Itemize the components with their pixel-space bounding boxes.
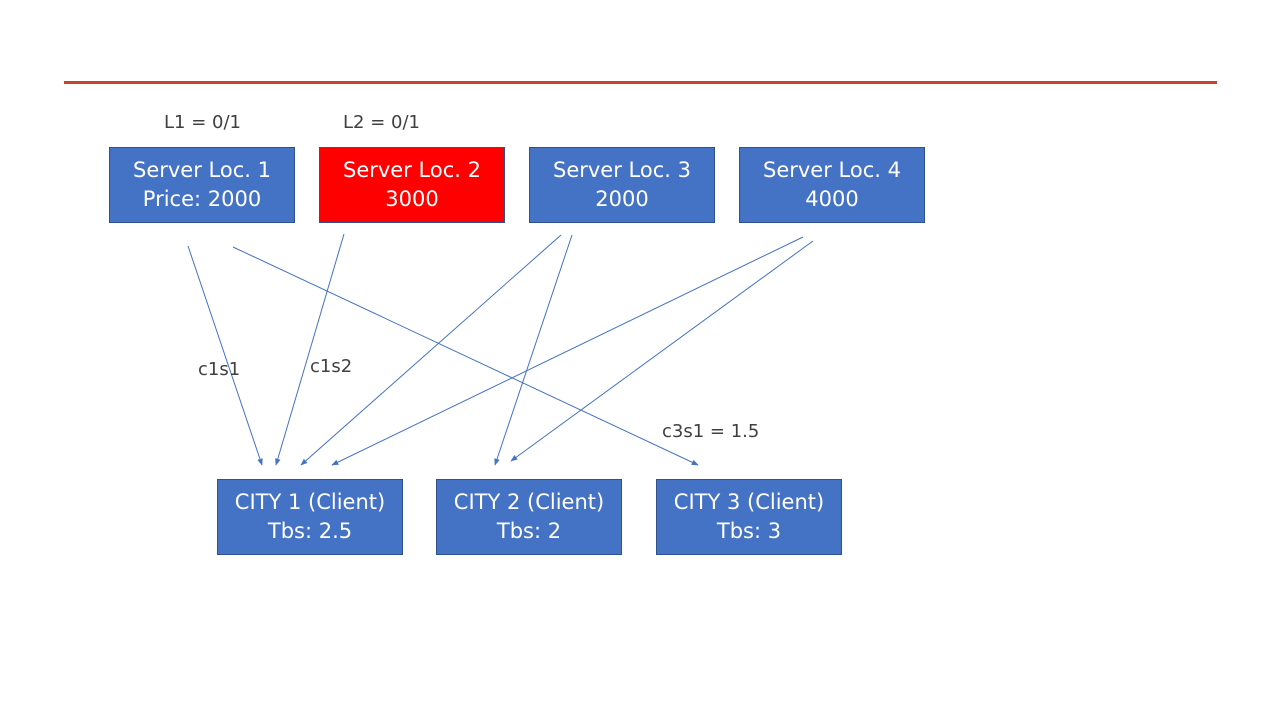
server-2-name: Server Loc. 2: [343, 158, 481, 182]
arrow-s2-to-city1: [275, 233, 345, 466]
edge-label-c3s1: c3s1 = 1.5: [662, 421, 760, 442]
server-box-4: Server Loc. 4 4000: [739, 147, 925, 223]
server-box-1: Server Loc. 1 Price: 2000: [109, 147, 295, 223]
server-2-price: 3000: [385, 187, 439, 211]
edge-label-c1s1: c1s1: [198, 359, 241, 380]
city-1-tbs: Tbs: 2.5: [267, 519, 353, 543]
city-2-tbs: Tbs: 2: [496, 519, 562, 543]
server-1-name: Server Loc. 1: [133, 158, 271, 182]
server-1-price: Price: 2000: [142, 187, 262, 211]
label-l1: L1 = 0/1: [164, 112, 241, 133]
arrow-s3-to-city1: [300, 234, 562, 466]
city-1-name: CITY 1 (Client): [234, 490, 386, 514]
arrow-s4-to-city2: [510, 240, 814, 462]
city-2-name: CITY 2 (Client): [453, 490, 605, 514]
city-box-1: CITY 1 (Client) Tbs: 2.5: [217, 479, 403, 555]
edge-label-c1s2: c1s2: [310, 356, 353, 377]
server-4-price: 4000: [805, 187, 859, 211]
city-box-2: CITY 2 (Client) Tbs: 2: [436, 479, 622, 555]
server-4-name: Server Loc. 4: [763, 158, 901, 182]
arrow-s1-to-city3: [232, 246, 699, 466]
title-rule: [64, 81, 1217, 84]
server-3-name: Server Loc. 3: [553, 158, 691, 182]
arrow-s1-to-city1: [187, 245, 263, 466]
server-3-price: 2000: [595, 187, 649, 211]
arrow-s3-to-city2: [494, 234, 573, 466]
arrow-s4-to-city1: [331, 236, 804, 466]
city-3-name: CITY 3 (Client): [673, 490, 825, 514]
server-box-3: Server Loc. 3 2000: [529, 147, 715, 223]
server-box-2: Server Loc. 2 3000: [319, 147, 505, 223]
city-3-tbs: Tbs: 3: [716, 519, 782, 543]
city-box-3: CITY 3 (Client) Tbs: 3: [656, 479, 842, 555]
label-l2: L2 = 0/1: [343, 112, 420, 133]
